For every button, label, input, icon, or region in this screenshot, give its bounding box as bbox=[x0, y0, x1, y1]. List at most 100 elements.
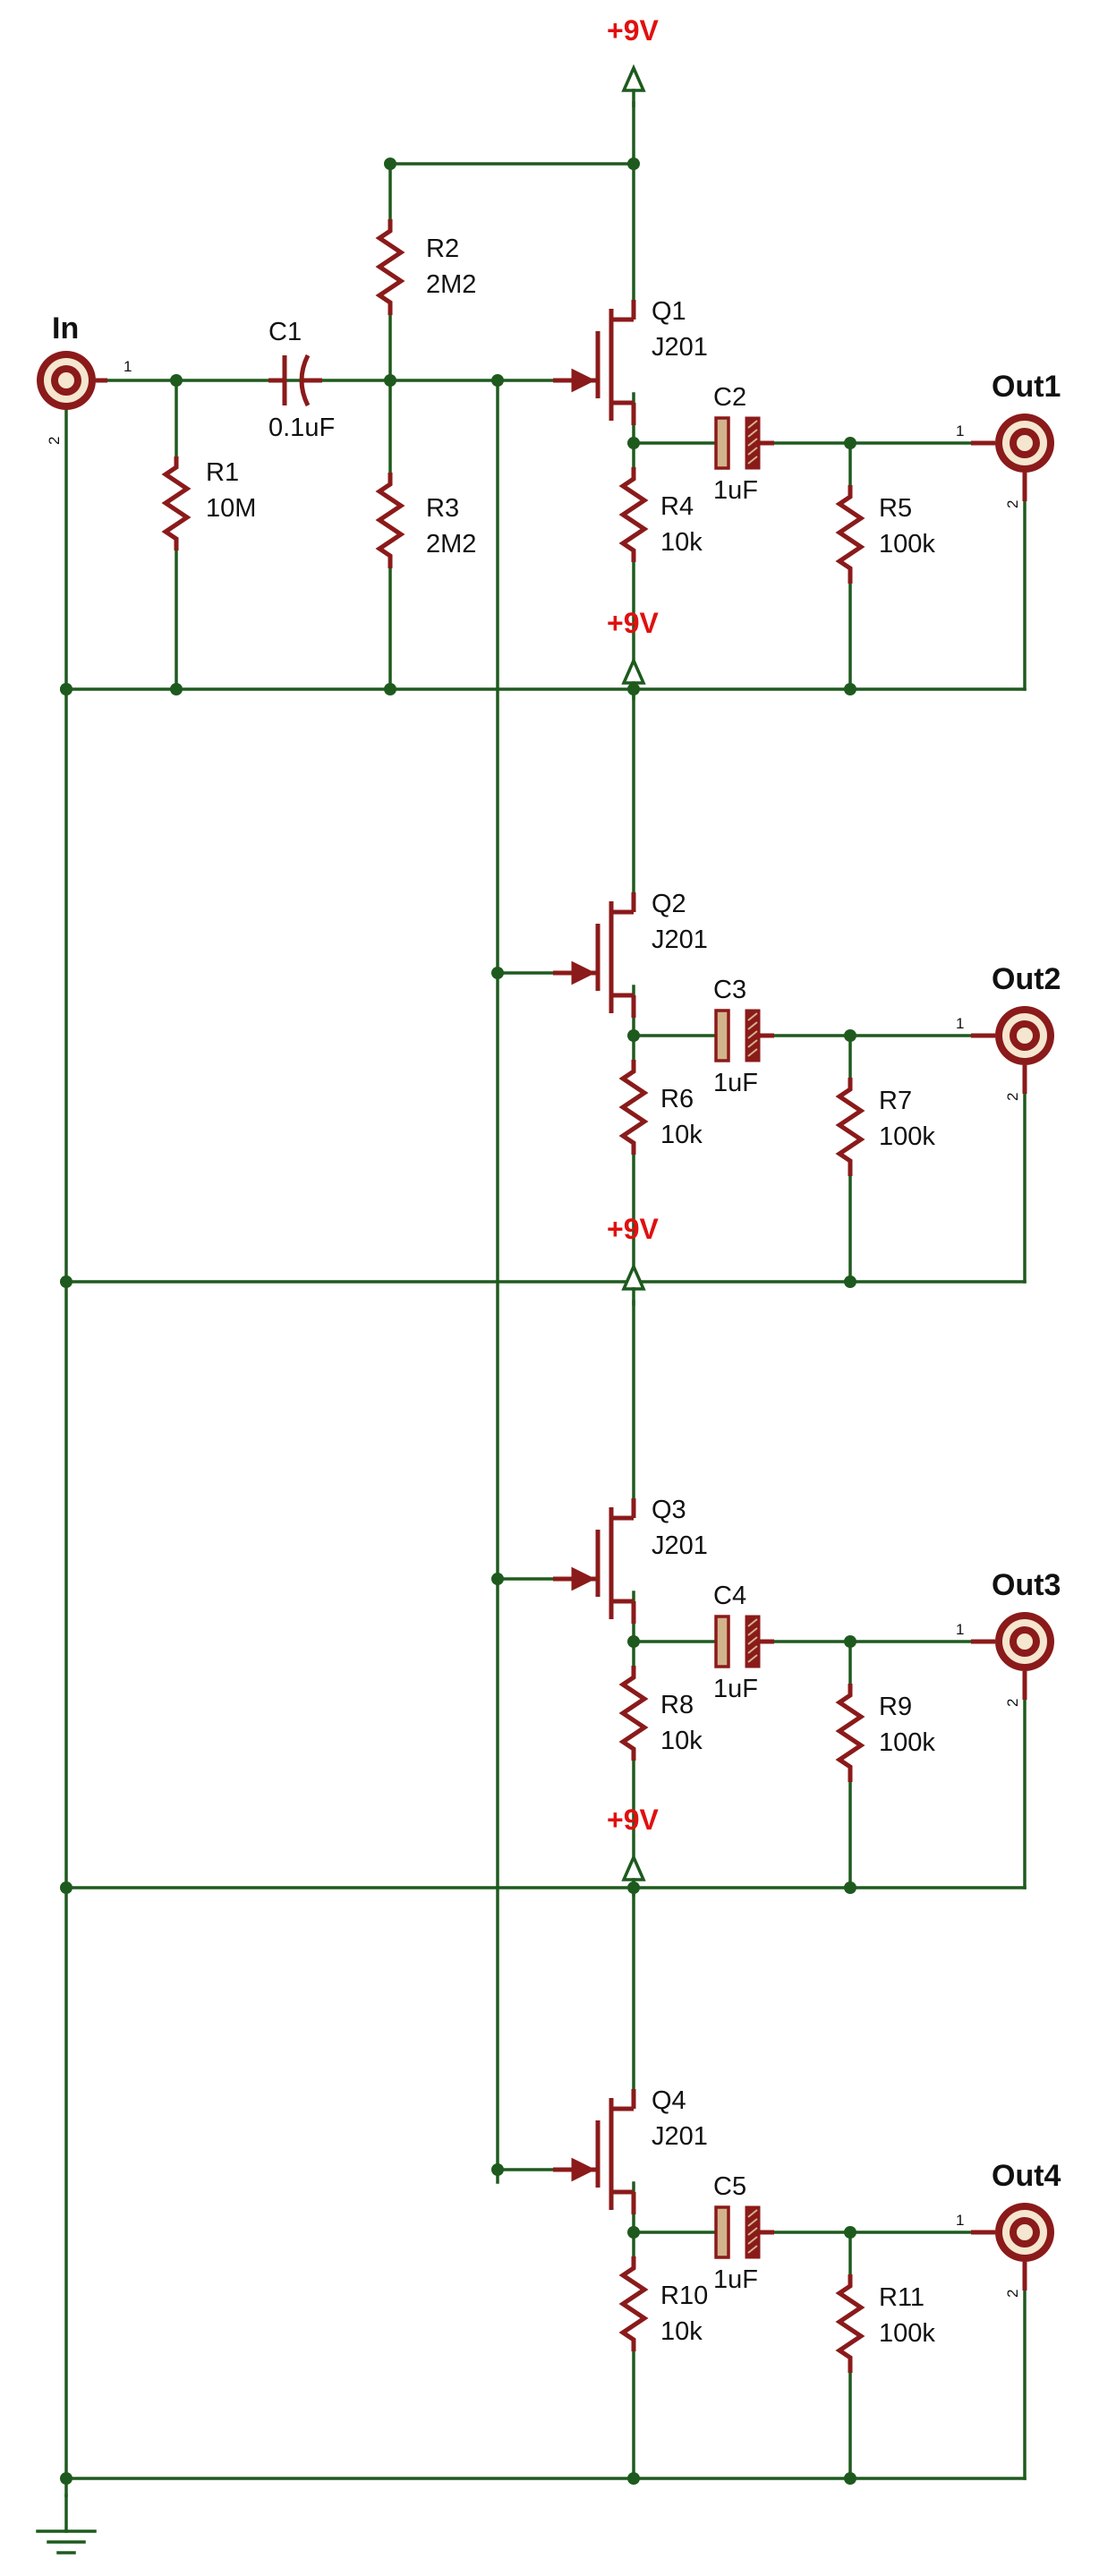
jfet-value: J201 bbox=[652, 1531, 708, 1560]
output-label: Out4 bbox=[992, 2159, 1061, 2193]
r2-ref: R2 bbox=[426, 235, 459, 263]
junction-dot bbox=[170, 374, 183, 387]
cap-value: 1uF bbox=[713, 1675, 758, 1703]
capacitor-c4 bbox=[714, 1615, 774, 1668]
output-pin2-label: 2 bbox=[1004, 500, 1021, 508]
resistor-r5 bbox=[835, 485, 865, 584]
junction-dot bbox=[491, 967, 504, 979]
source-resistor-value: 10k bbox=[660, 2317, 703, 2346]
junction-dot bbox=[844, 2226, 856, 2239]
junction-dot bbox=[844, 1029, 856, 1042]
junction-dot bbox=[60, 1881, 72, 1894]
source-resistor-value: 10k bbox=[660, 1121, 703, 1149]
input-section: In 1 2 R1 10M C1 0.1uF R2 2M2 R3 2M2 bbox=[36, 158, 640, 2555]
input-pin2-label: 2 bbox=[46, 437, 63, 445]
supply-label: +9V bbox=[607, 14, 659, 47]
capacitor-c1 bbox=[268, 354, 322, 407]
source-resistor-ref: R8 bbox=[660, 1691, 694, 1719]
supply-arrow bbox=[621, 656, 646, 685]
junction-dot bbox=[384, 374, 396, 387]
resistor-r9 bbox=[835, 1684, 865, 1782]
jfet-value: J201 bbox=[652, 333, 708, 362]
resistor-r1 bbox=[161, 456, 192, 550]
resistor-r3 bbox=[375, 473, 405, 568]
jfet-q3 bbox=[553, 1498, 636, 1624]
output-label: Out1 bbox=[992, 370, 1061, 404]
output-pin1-label: 1 bbox=[956, 2212, 964, 2229]
load-resistor-ref: R7 bbox=[879, 1087, 912, 1115]
cap-ref: C4 bbox=[713, 1582, 746, 1610]
input-label: In bbox=[52, 311, 79, 345]
r3-value: 2M2 bbox=[426, 530, 476, 559]
junction-dot bbox=[491, 2163, 504, 2176]
resistor-r10 bbox=[618, 2256, 649, 2351]
output-jack-1 bbox=[971, 414, 1054, 501]
gate-arrow bbox=[571, 1566, 596, 1591]
source-resistor-ref: R10 bbox=[660, 2282, 708, 2310]
cap-ref: C3 bbox=[713, 976, 746, 1004]
source-resistor-value: 10k bbox=[660, 528, 703, 557]
supply-arrow bbox=[621, 64, 646, 92]
r1-ref: R1 bbox=[206, 458, 239, 487]
r3-ref: R3 bbox=[426, 494, 459, 523]
capacitor-c3 bbox=[714, 1009, 774, 1062]
resistor-r4 bbox=[618, 467, 649, 562]
output-label: Out2 bbox=[992, 962, 1061, 996]
load-resistor-value: 100k bbox=[879, 2319, 935, 2348]
junction-dot bbox=[627, 2472, 640, 2485]
jfet-value: J201 bbox=[652, 2122, 708, 2151]
gate-arrow bbox=[571, 368, 596, 393]
jfet-ref: Q2 bbox=[652, 890, 686, 918]
load-resistor-ref: R11 bbox=[879, 2283, 924, 2312]
junction-dot bbox=[60, 1275, 72, 1288]
cap-value: 1uF bbox=[713, 2265, 758, 2294]
source-resistor-value: 10k bbox=[660, 1727, 703, 1755]
cap-value: 1uF bbox=[713, 476, 758, 505]
source-resistor-ref: R4 bbox=[660, 492, 694, 521]
cap-ref: C5 bbox=[713, 2172, 746, 2201]
capacitor-c2 bbox=[714, 416, 774, 470]
junction-dot bbox=[844, 1881, 856, 1894]
jfet-q1 bbox=[553, 300, 636, 425]
junction-dot bbox=[627, 437, 640, 449]
output-pin1-label: 1 bbox=[956, 1015, 964, 1032]
output-label: Out3 bbox=[992, 1568, 1061, 1602]
output-jack-3 bbox=[971, 1612, 1054, 1700]
jfet-ref: Q4 bbox=[652, 2086, 686, 2115]
load-resistor-ref: R5 bbox=[879, 494, 912, 523]
buffer-stages: +9VQ1J201C21uFR410kR5100kOut112+9VQ2J201… bbox=[60, 14, 1061, 2485]
supply-label: +9V bbox=[607, 1804, 659, 1836]
supply-arrow bbox=[621, 1853, 646, 1881]
r2-value: 2M2 bbox=[426, 270, 476, 299]
resistor-r2 bbox=[375, 219, 405, 315]
input-jack bbox=[37, 351, 107, 410]
gate-arrow bbox=[571, 2157, 596, 2182]
junction-dot bbox=[491, 1573, 504, 1585]
load-resistor-ref: R9 bbox=[879, 1693, 912, 1721]
resistor-r11 bbox=[835, 2274, 865, 2373]
jfet-q2 bbox=[553, 892, 636, 1018]
c1-value: 0.1uF bbox=[268, 414, 335, 442]
output-pin2-label: 2 bbox=[1004, 2290, 1021, 2298]
junction-dot bbox=[384, 158, 396, 170]
resistor-r6 bbox=[618, 1060, 649, 1155]
junction-dot bbox=[844, 437, 856, 449]
output-pin1-label: 1 bbox=[956, 422, 964, 439]
output-jack-2 bbox=[971, 1006, 1054, 1094]
gate-arrow bbox=[571, 960, 596, 985]
jfet-ref: Q3 bbox=[652, 1496, 686, 1524]
junction-dot bbox=[60, 2472, 72, 2485]
junction-dot bbox=[627, 1029, 640, 1042]
jfet-value: J201 bbox=[652, 925, 708, 954]
cap-value: 1uF bbox=[713, 1069, 758, 1097]
resistor-r7 bbox=[835, 1078, 865, 1176]
jfet-ref: Q1 bbox=[652, 297, 686, 326]
junction-dot bbox=[844, 683, 856, 695]
junction-dot bbox=[844, 1635, 856, 1648]
c1-ref: C1 bbox=[268, 318, 302, 346]
output-pin2-label: 2 bbox=[1004, 1093, 1021, 1101]
